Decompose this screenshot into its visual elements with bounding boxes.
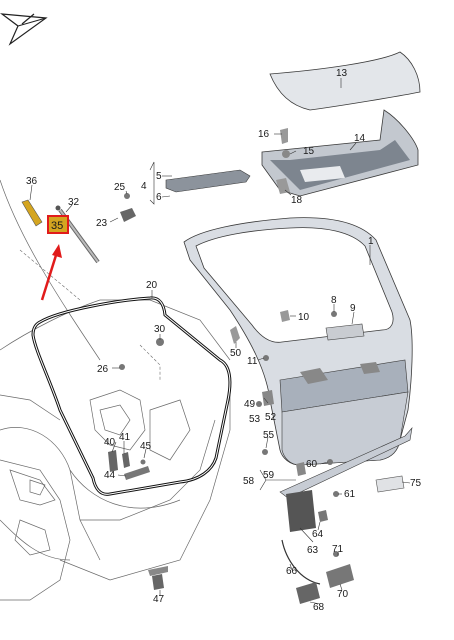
callout-10: 10 xyxy=(298,312,310,323)
small-parts xyxy=(108,128,405,604)
callout-47: 47 xyxy=(153,594,165,605)
callout-25: 25 xyxy=(114,182,126,193)
spoiler-frame xyxy=(261,109,419,197)
red-arrow xyxy=(40,244,62,301)
callout-20: 20 xyxy=(146,280,158,291)
callout-36: 36 xyxy=(26,176,38,187)
callout-14: 14 xyxy=(354,133,366,144)
highlight-box xyxy=(47,215,69,234)
highlighted-callout-35: 35 xyxy=(47,215,69,234)
callout-64: 64 xyxy=(312,529,324,540)
callout-60: 60 xyxy=(306,459,318,470)
callout-35: 35 xyxy=(51,220,63,232)
callout-26: 26 xyxy=(97,364,109,375)
callout-8: 8 xyxy=(331,295,337,306)
trim-bracket xyxy=(165,169,251,193)
callout-75: 75 xyxy=(410,478,422,489)
callout-11: 11 xyxy=(247,356,258,367)
vehicle-body-outline xyxy=(0,179,231,601)
callout-70: 70 xyxy=(337,589,349,600)
callout-45: 45 xyxy=(140,441,152,452)
tailgate-panel xyxy=(183,217,413,466)
callout-4: 4 xyxy=(141,181,147,192)
callout-50: 50 xyxy=(230,348,242,359)
callout-49: 49 xyxy=(244,399,256,410)
callout-55: 55 xyxy=(263,430,275,441)
callout-68: 68 xyxy=(313,602,325,613)
callout-40: 40 xyxy=(104,437,116,448)
callout-6: 6 xyxy=(156,192,162,203)
callout-15: 15 xyxy=(303,146,315,157)
orientation-arrow-icon xyxy=(0,13,48,46)
callout-9: 9 xyxy=(350,303,356,314)
callout-32: 32 xyxy=(68,197,80,208)
rear-spoiler xyxy=(269,51,421,111)
callout-59: 59 xyxy=(263,470,275,481)
callout-66: 66 xyxy=(286,566,298,577)
leader-lines xyxy=(29,78,411,605)
callout-58: 58 xyxy=(243,476,255,487)
callout-61: 61 xyxy=(344,489,356,500)
callout-71: 71 xyxy=(332,544,344,555)
callout-13: 13 xyxy=(336,68,348,79)
callout-30: 30 xyxy=(154,324,166,335)
callout-41: 41 xyxy=(119,432,131,443)
callout-53: 53 xyxy=(249,414,261,425)
callout-1: 1 xyxy=(368,236,374,247)
callout-16: 16 xyxy=(258,129,270,140)
callout-52: 52 xyxy=(265,412,277,423)
callout-44: 44 xyxy=(104,470,116,481)
callout-63: 63 xyxy=(307,545,319,556)
callout-18: 18 xyxy=(291,195,303,206)
callout-23: 23 xyxy=(96,218,108,229)
callout-5: 5 xyxy=(156,171,162,182)
callout-labels: 13 14 16 15 5 4 6 25 18 36 32 23 1 20 8 … xyxy=(26,68,422,613)
hinge-bracket xyxy=(21,199,43,227)
